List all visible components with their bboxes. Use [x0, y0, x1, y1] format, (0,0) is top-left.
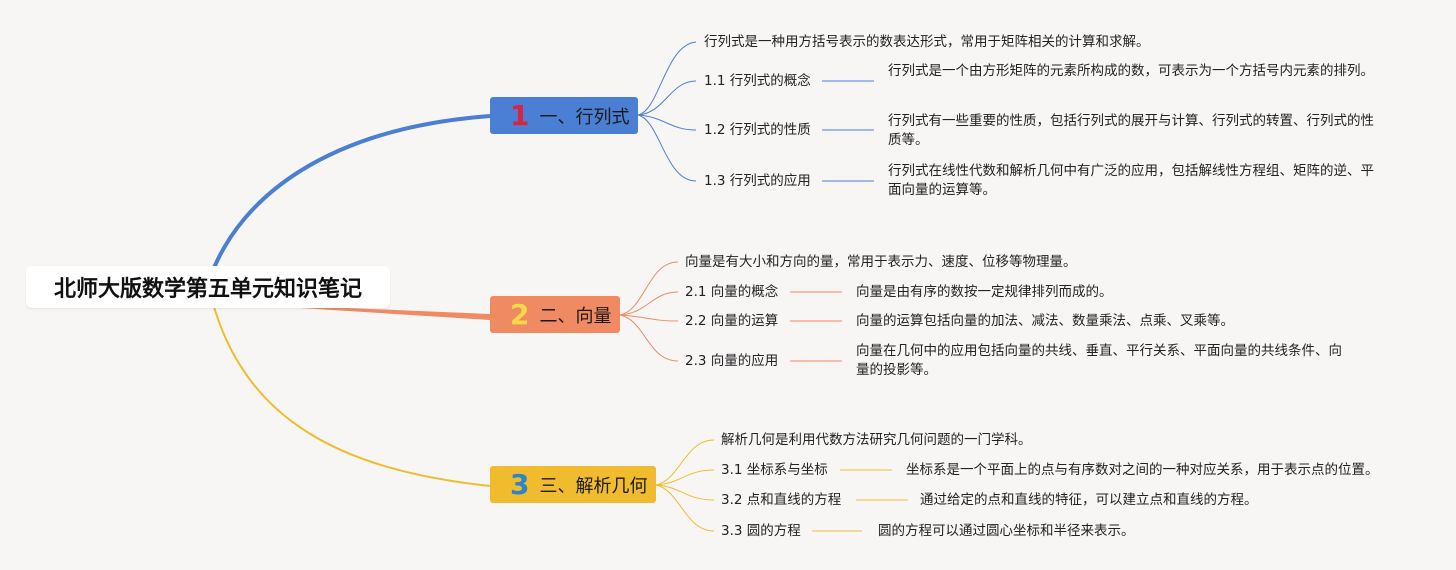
- branch-1-item-2-desc: 行列式有一些重要的性质，包括行列式的展开与计算、行列式的转置、行列式的性质等。: [888, 113, 1374, 148]
- branch-3-item-1-desc: 坐标系是一个平面上的点与有序数对之间的一种对应关系，用于表示点的位置。: [906, 462, 1379, 478]
- branch-1-item-1-desc: 行列式是一个由方形矩阵的元素所构成的数，可表示为一个方括号内元素的排列。: [888, 63, 1374, 79]
- branch-1-number: 1: [510, 99, 530, 132]
- branch-2-connector: [300, 306, 490, 320]
- branch-3-item-1-label[interactable]: 3.1 坐标系与坐标: [721, 462, 828, 478]
- branch-2-item-2-desc: 向量的运算包括向量的加法、减法、数量乘法、点乘、叉乘等。: [856, 313, 1234, 329]
- branch-3-intro: 解析几何是利用代数方法研究几何问题的一门学科。: [721, 432, 1032, 448]
- branch-2-item-2-label[interactable]: 2.2 向量的运算: [685, 313, 779, 329]
- branch-2-label: 二、向量: [539, 305, 612, 327]
- branch-topic-2[interactable]: 2 二、向量: [490, 296, 620, 333]
- branch-topic-1[interactable]: 1 一、行列式: [490, 97, 638, 134]
- branch-1-connector: [208, 114, 491, 279]
- branch-1-label: 一、行列式: [539, 106, 630, 128]
- branch-1-item-1-label[interactable]: 1.1 行列式的概念: [704, 73, 811, 89]
- branch-1-item-3-label[interactable]: 1.3 行列式的应用: [704, 173, 811, 189]
- branch-3-item-2-desc: 通过给定的点和直线的特征，可以建立点和直线的方程。: [920, 492, 1258, 508]
- branch-2-item-1-label[interactable]: 2.1 向量的概念: [685, 284, 779, 300]
- branch-1-item-3-desc: 行列式在线性代数和解析几何中有广泛的应用，包括解线性方程组、矩阵的逆、平面向量的…: [888, 163, 1374, 198]
- branch-1-intro: 行列式是一种用方括号表示的数表达形式，常用于矩阵相关的计算和求解。: [704, 34, 1150, 50]
- branch-1-item-2-label[interactable]: 1.2 行列式的性质: [704, 122, 811, 138]
- branch-3-label: 三、解析几何: [539, 475, 648, 497]
- branch-2-item-3-label[interactable]: 2.3 向量的应用: [685, 353, 779, 369]
- branch-topic-3[interactable]: 3 三、解析几何: [490, 466, 656, 503]
- branch-2-item-1-desc: 向量是由有序的数按一定规律排列而成的。: [856, 284, 1113, 300]
- root-title: 北师大版数学第五单元知识笔记: [53, 277, 362, 302]
- branch-2-item-3-desc: 向量在几何中的应用包括向量的共线、垂直、平行关系、平面向量的共线条件、向量的投影…: [856, 343, 1342, 378]
- branch-2-intro: 向量是有大小和方向的量，常用于表示力、速度、位移等物理量。: [685, 254, 1077, 270]
- branch-2-number: 2: [510, 298, 530, 331]
- root-topic[interactable]: 北师大版数学第五单元知识笔记: [26, 266, 390, 308]
- branch-3-item-3-desc: 圆的方程可以通过圆心坐标和半径来表示。: [878, 523, 1135, 539]
- branch-3-connector: [211, 299, 491, 487]
- branch-3-item-3-label[interactable]: 3.3 圆的方程: [721, 523, 801, 539]
- branch-3-number: 3: [510, 468, 530, 501]
- branch-3-item-2-label[interactable]: 3.2 点和直线的方程: [721, 492, 842, 508]
